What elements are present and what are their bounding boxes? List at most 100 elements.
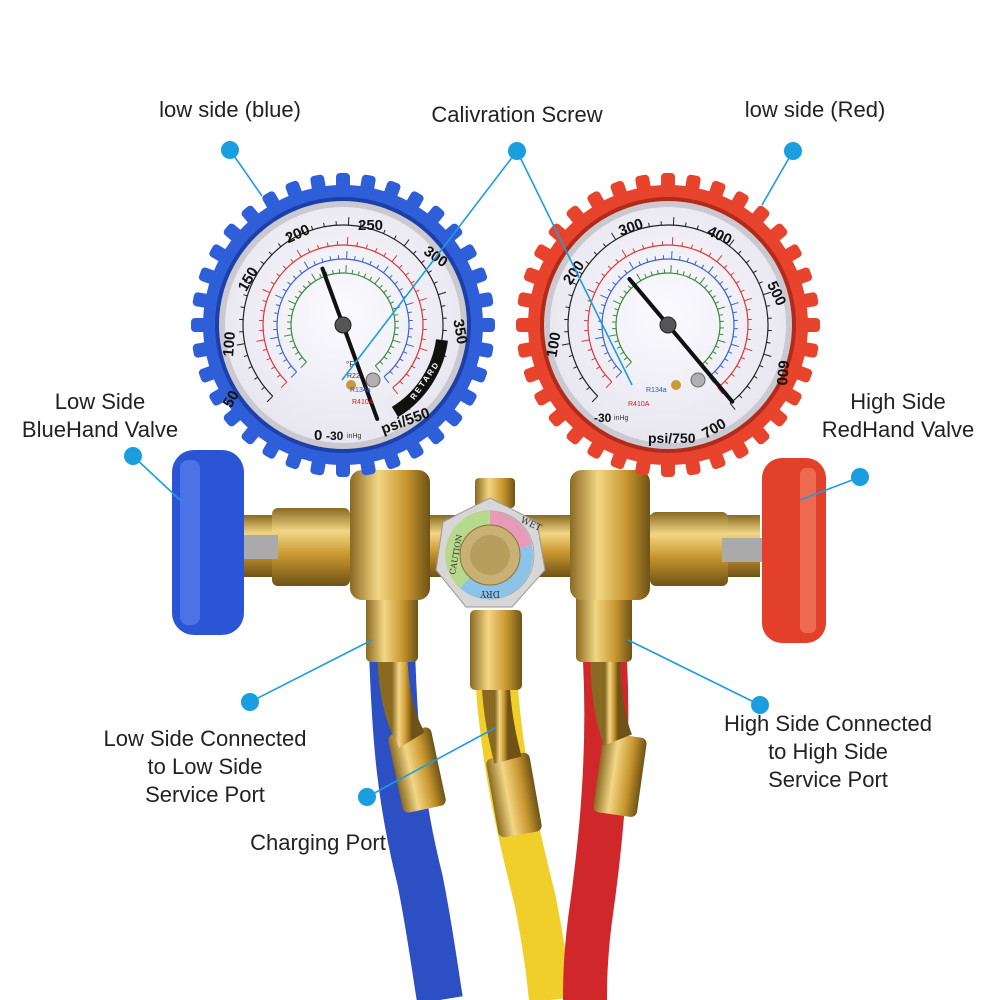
tick	[394, 364, 399, 369]
tick	[317, 244, 320, 249]
tick	[369, 260, 372, 265]
tick	[283, 359, 287, 363]
tick	[326, 242, 329, 247]
blue-scale-100: 100	[220, 331, 239, 357]
red-hand-valve[interactable]	[722, 458, 826, 643]
needle	[320, 266, 380, 421]
tick	[415, 356, 421, 360]
tick	[329, 256, 332, 261]
tick	[298, 290, 303, 294]
tick	[260, 309, 265, 312]
tick	[752, 270, 757, 274]
tick	[612, 281, 617, 286]
tick	[405, 302, 414, 306]
tick	[389, 371, 394, 375]
tick	[270, 336, 279, 340]
tick	[684, 222, 687, 227]
calibration-screw	[690, 372, 706, 388]
tick	[728, 351, 733, 354]
tick	[581, 339, 590, 342]
tick	[290, 258, 294, 263]
tick	[728, 239, 735, 247]
tick	[632, 248, 636, 253]
label-line: Service Port	[145, 782, 265, 807]
tick	[243, 354, 248, 358]
tick	[294, 295, 299, 299]
tick	[604, 352, 609, 355]
tick	[723, 264, 728, 269]
tick	[651, 242, 654, 247]
tick	[398, 264, 403, 269]
tick	[262, 288, 271, 294]
tick	[676, 269, 679, 274]
tick	[365, 244, 368, 249]
tick	[617, 275, 622, 279]
tick	[621, 249, 627, 258]
tick	[602, 243, 607, 247]
tick	[727, 295, 732, 298]
tick	[294, 351, 299, 355]
tick	[415, 289, 420, 293]
red-r410a: R410A	[628, 401, 650, 408]
tick	[290, 371, 297, 379]
tick	[433, 281, 438, 284]
tick	[248, 366, 253, 369]
tick	[405, 373, 410, 377]
tick	[719, 281, 724, 285]
tick	[276, 273, 281, 277]
label-calibration-screw: Calivration Screw	[431, 102, 603, 127]
tick	[717, 306, 726, 310]
tick	[612, 300, 621, 305]
callout-dot	[221, 141, 239, 159]
label-line: RedHand Valve	[821, 417, 975, 442]
tick	[579, 376, 584, 380]
sight-dry: DRY	[479, 588, 500, 598]
tick	[389, 274, 393, 279]
tick	[717, 387, 724, 395]
tick	[694, 276, 698, 281]
tick	[351, 269, 354, 274]
tick	[585, 309, 590, 312]
tick	[261, 386, 265, 391]
tick	[356, 242, 359, 247]
tick	[311, 273, 317, 281]
tick	[407, 311, 412, 314]
tick	[730, 302, 739, 306]
label-line: BlueHand Valve	[21, 417, 179, 442]
callout-dot	[508, 142, 526, 160]
red-scale-100: 100	[543, 331, 564, 359]
tick	[714, 371, 719, 375]
tick	[302, 285, 307, 289]
blue-vacuum: -30	[326, 429, 344, 443]
tick	[715, 345, 720, 349]
label-line: to Low Side	[147, 754, 263, 779]
callout-dot	[851, 468, 869, 486]
tick	[379, 361, 384, 365]
tick	[732, 311, 737, 314]
tick	[758, 281, 763, 284]
tick	[596, 366, 601, 370]
tick	[646, 258, 649, 263]
tick	[361, 257, 364, 263]
tick	[696, 225, 699, 230]
blue-hand-valve[interactable]	[172, 450, 278, 635]
blue-scale-250: 250	[358, 217, 383, 234]
tick	[657, 269, 659, 275]
tick	[561, 343, 570, 346]
tick	[587, 288, 596, 294]
tick	[287, 281, 292, 286]
tick	[277, 243, 282, 247]
tick	[254, 376, 259, 380]
tick	[608, 359, 612, 363]
tick	[612, 365, 617, 369]
tick	[708, 356, 713, 360]
tick	[766, 341, 771, 344]
tick	[753, 375, 758, 379]
tick	[598, 312, 604, 314]
tick	[737, 250, 742, 255]
label-high-side-port: High Side Connected to High Side Service…	[724, 710, 932, 794]
needle-hub	[659, 316, 677, 334]
tick	[374, 247, 378, 253]
